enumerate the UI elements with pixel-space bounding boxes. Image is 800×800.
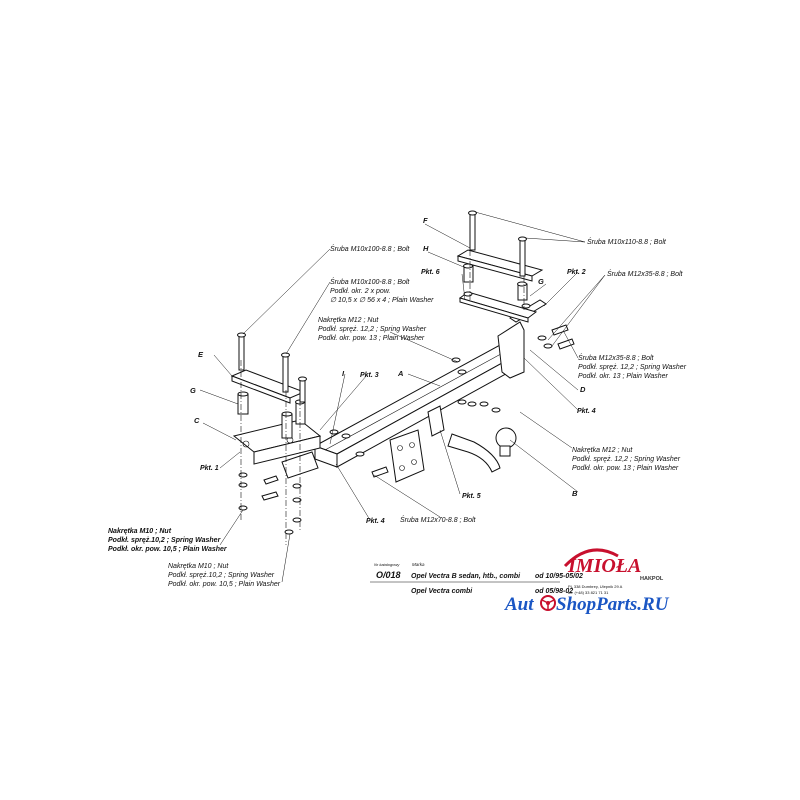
imiola-brand-logo: IMIOŁA HAKPOL PL 338 Dumbrey, Ulepnik 29… [563,548,664,595]
svg-text:Nakrętka M12 ; Nut: Nakrętka M12 ; Nut [572,447,633,454]
svg-text:∅ 10,5 x ∅ 56 x 4 ; Plain Wash: ∅ 10,5 x ∅ 56 x 4 ; Plain Washer [330,297,434,304]
svg-text:Śruba M10x110-8.8 ; Bolt: Śruba M10x110-8.8 ; Bolt [587,237,667,246]
title-block: Nr katalogowy O/018 Marka Opel Vectra B … [370,562,583,595]
watermark-part-1: Aut [504,594,534,615]
svg-text:Podkł. spręż.10,2 ; Spring Was: Podkł. spręż.10,2 ; Spring Washer [168,572,275,579]
letter-e: E [198,350,204,359]
pkt-2: Pkt. 2 [567,269,586,276]
callout-bolt-m12x70: Śruba M12x70-8.8 ; Bolt [400,515,477,524]
callout-nut-m10-bottom: Nakrętka M10 ; Nut Podkł. spręż.10,2 ; S… [168,563,281,588]
pkt-4-left: Pkt. 4 [366,518,385,525]
main-crossbar-a [313,344,524,468]
pkt-1: Pkt. 1 [200,465,219,472]
callout-nut-m10-left: Nakrętka M10 ; Nut Podkł. spręż.10,2 ; S… [108,528,228,553]
brand-address-1: PL 338 Dumbrey, Ulepnik 29 A [568,584,623,589]
svg-text:Podkł. spręż.10,2 ; Spring Was: Podkł. spręż.10,2 ; Spring Washer [108,537,222,544]
logo-swoosh [563,548,619,568]
make-caption: Marka [412,562,425,567]
svg-text:Podkł. okr. pow. 10,5 ; Plain: Podkł. okr. pow. 10,5 ; Plain Washer [168,581,281,588]
brand-name: IMIOŁA [567,555,641,577]
ball-neck-assembly [389,405,517,483]
callout-nut-m12-top: Nakrętka M12 ; Nut Podkł. spręż. 12,2 ; … [318,317,427,342]
autoshopparts-watermark: Aut ShopParts.RU [504,594,670,615]
pkt-6: Pkt. 6 [421,269,440,276]
svg-text:Śruba M10x100-8.8 ; Bolt: Śruba M10x100-8.8 ; Bolt [330,277,410,286]
letter-f: F [423,216,428,225]
short-bolts [261,324,575,501]
svg-text:Nakrętka M10 ; Nut: Nakrętka M10 ; Nut [108,528,172,535]
vehicle-date-1: od 10/95-05/02 [535,573,583,580]
part-letter-labels: F H G E G C I A D B [190,216,586,498]
pkt-5: Pkt. 5 [462,493,481,500]
callout-nut-m12-right: Nakrętka M12 ; Nut Podkł. spręż. 12,2 ; … [572,447,681,472]
brand-address-2: tel. (+48) 33 821 71 31 [568,590,609,595]
svg-text:Podkł. spręż. 12,2 ; Spring Wa: Podkł. spręż. 12,2 ; Spring Washer [578,364,687,371]
svg-text:Śruba M12x70-8.8 ; Bolt: Śruba M12x70-8.8 ; Bolt [400,515,477,524]
letter-a: A [397,369,403,378]
long-bolts [237,210,527,403]
letter-h: H [423,244,429,253]
callout-bolt-m10x110: Śruba M10x110-8.8 ; Bolt [587,237,667,246]
svg-text:Podkł. okr. 2 x pow.: Podkł. okr. 2 x pow. [330,288,390,295]
letter-i: I [342,369,345,378]
point-labels: Pkt. 1 Pkt. 2 Pkt. 3 Pkt. 4 Pkt. 4 Pkt. … [200,269,596,525]
vehicle-date-2: od 05/98-02 [535,588,573,595]
assembly-centerlines [240,250,525,545]
svg-text:Podkł. spręż. 12,2 ; Spring Wa: Podkł. spręż. 12,2 ; Spring Washer [572,456,681,463]
plate-lower-right [458,291,538,323]
callout-bolt-m12x35-d: Śruba M12x35-8.8 ; Bolt Podkł. spręż. 12… [578,353,687,380]
brand-sub: HAKPOL [640,576,664,582]
svg-text:Podkł. okr. pow. 13 ; Plain Wa: Podkł. okr. pow. 13 ; Plain Washer [572,465,679,472]
svg-text:Śruba M10x100-8.8 ; Bolt: Śruba M10x100-8.8 ; Bolt [330,244,410,253]
letter-g-right: G [538,277,544,286]
vehicle-line-2: Opel Vectra combi [411,588,473,595]
callout-bolt-m10x100-washer: Śruba M10x100-8.8 ; Bolt Podkł. okr. 2 x… [330,277,434,304]
pkt-4-right: Pkt. 4 [577,408,596,415]
svg-text:Śruba M12x35-8.8 ; Bolt: Śruba M12x35-8.8 ; Bolt [578,353,655,362]
callout-bolt-m10x100-top: Śruba M10x100-8.8 ; Bolt [330,244,410,253]
catalog-caption: Nr katalogowy [374,562,400,567]
letter-c: C [194,416,200,425]
svg-text:Podkł. okr. 13 ; Plain Washer: Podkł. okr. 13 ; Plain Washer [578,373,669,380]
svg-text:Podkł. okr. pow. 13 ; Plain Wa: Podkł. okr. pow. 13 ; Plain Washer [318,335,425,342]
vehicle-line-1: Opel Vectra B sedan, htb., combi [411,573,521,580]
left-bracket-plate-c [232,419,322,479]
watermark-part-2: ShopParts.RU [556,594,670,615]
pkt-3: Pkt. 3 [360,372,379,379]
steering-wheel-icon [540,595,556,611]
svg-text:Podkł. okr. pow. 10,5 ; Plain: Podkł. okr. pow. 10,5 ; Plain Washer [108,546,228,553]
svg-text:Śruba M12x35-8.8 ; Bolt: Śruba M12x35-8.8 ; Bolt [607,269,684,278]
catalog-code: O/018 [376,570,401,580]
svg-text:Podkł. spręż. 12,2 ; Spring Wa: Podkł. spręż. 12,2 ; Spring Washer [318,326,427,333]
leader-lines [199,211,606,583]
letter-d: D [580,385,586,394]
svg-text:Nakrętka M10 ; Nut: Nakrętka M10 ; Nut [168,563,229,570]
callout-bolt-m12x35-top: Śruba M12x35-8.8 ; Bolt [607,269,684,278]
svg-text:Nakrętka M12 ; Nut: Nakrętka M12 ; Nut [318,317,379,324]
letter-g-left: G [190,386,196,395]
letter-b: B [572,489,578,498]
